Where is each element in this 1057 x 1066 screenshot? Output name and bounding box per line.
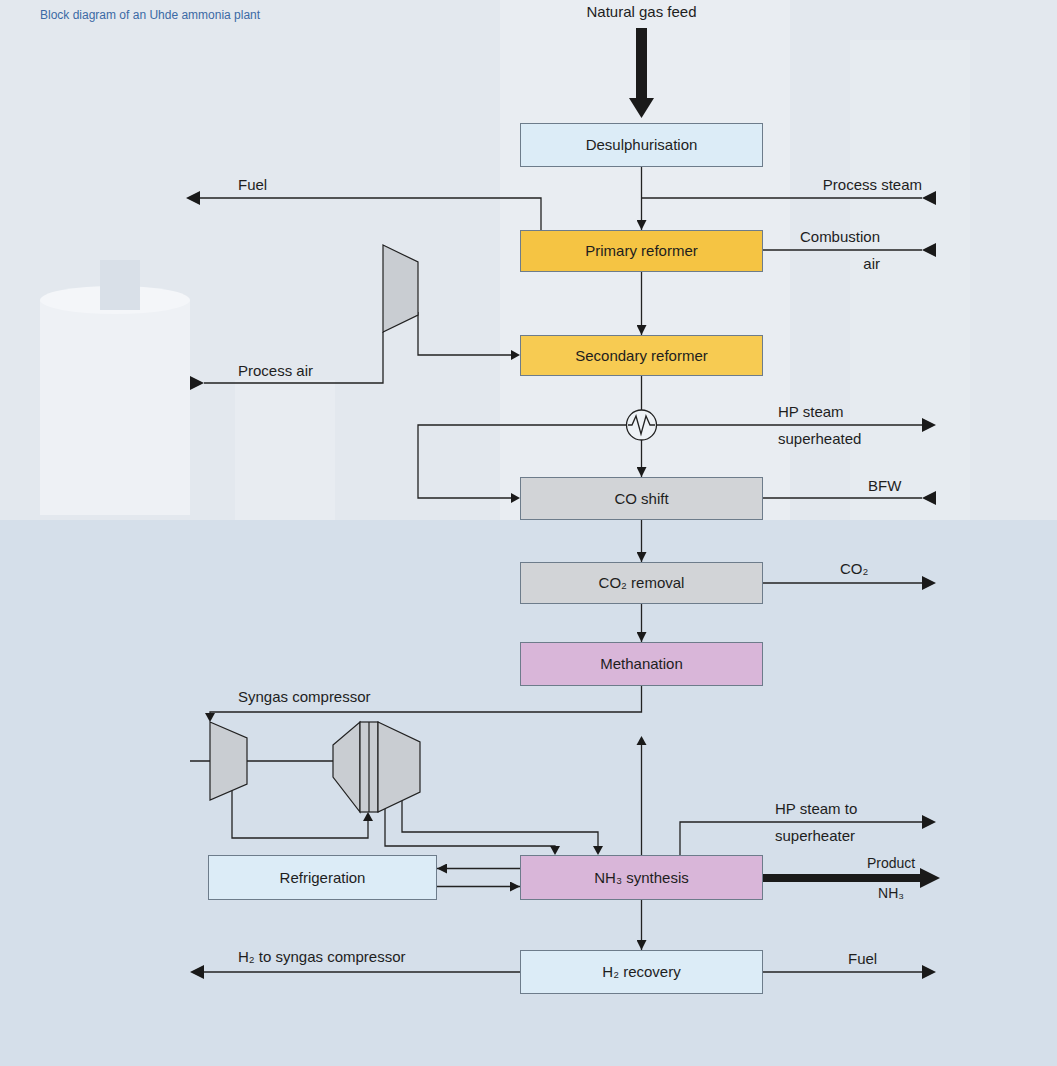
stream-lines bbox=[190, 198, 922, 972]
arrowhead bbox=[190, 376, 204, 390]
arrowhead bbox=[922, 815, 936, 829]
stream-label: BFW bbox=[868, 477, 901, 495]
stream-label: HP steam to superheater bbox=[775, 795, 875, 849]
stream-arrowheads bbox=[186, 28, 940, 979]
process-box: Methanation bbox=[520, 642, 763, 686]
syngas-line bbox=[210, 686, 642, 714]
process-box: Refrigeration bbox=[208, 855, 437, 900]
background-tank bbox=[40, 300, 190, 515]
process-air-line bbox=[204, 332, 383, 383]
arrowhead bbox=[922, 191, 936, 205]
heat-exchanger-coil bbox=[628, 416, 655, 434]
flow-arrow bbox=[641, 520, 642, 562]
bfw-line bbox=[763, 497, 922, 498]
compressor-symbol bbox=[210, 722, 247, 800]
loop-line bbox=[641, 745, 642, 855]
stream-label: HP steam superheated bbox=[778, 398, 878, 452]
heat-exchanger-symbol bbox=[627, 410, 657, 440]
stream-label: Syngas compressor bbox=[238, 688, 371, 706]
arrowhead bbox=[593, 846, 603, 855]
arrowhead bbox=[186, 191, 200, 205]
compressor-symbol bbox=[368, 722, 369, 812]
process-air-line bbox=[418, 312, 511, 355]
h2-line bbox=[204, 971, 520, 972]
stream-label: Combustion air bbox=[792, 223, 880, 277]
process-box: CO₂ removal bbox=[520, 562, 763, 604]
fuel-line bbox=[763, 971, 922, 972]
process-steam-line bbox=[642, 197, 923, 198]
flow-arrow bbox=[437, 886, 520, 887]
arrowhead bbox=[637, 736, 647, 745]
arrowhead bbox=[922, 243, 936, 257]
stream-label: Product NH₃ bbox=[858, 848, 924, 908]
box-label: Desulphurisation bbox=[586, 136, 698, 154]
arrowhead bbox=[922, 576, 936, 590]
background-tower bbox=[500, 0, 790, 520]
box-label: Primary reformer bbox=[585, 242, 698, 260]
flow-arrow bbox=[437, 868, 520, 869]
arrowhead bbox=[511, 350, 520, 360]
arrowhead bbox=[511, 493, 520, 503]
box-label: NH₃ synthesis bbox=[594, 869, 688, 887]
arrowhead bbox=[922, 418, 936, 432]
flow-arrow bbox=[641, 272, 642, 335]
process-box: H₂ recovery bbox=[520, 950, 763, 994]
stream-label: Natural gas feed bbox=[586, 3, 696, 21]
box-label: Refrigeration bbox=[280, 869, 366, 887]
diagram-title: Block diagram of an Uhde ammonia plant bbox=[40, 8, 260, 23]
box-label: H₂ recovery bbox=[602, 963, 680, 981]
stream-label: Process air bbox=[238, 362, 313, 380]
stream-label: H₂ to syngas compressor bbox=[238, 948, 406, 966]
stream-label: CO₂ bbox=[840, 560, 868, 578]
compressor-symbol bbox=[378, 722, 420, 812]
box-label: Secondary reformer bbox=[575, 347, 708, 365]
arrowhead bbox=[922, 491, 936, 505]
background-building bbox=[850, 40, 970, 520]
compressor-symbols bbox=[210, 245, 420, 812]
stream-label: Fuel bbox=[238, 176, 267, 194]
compressor-symbol bbox=[360, 722, 378, 812]
hp-steam-line bbox=[656, 424, 922, 425]
process-box: CO shift bbox=[520, 477, 763, 520]
flow-arrow bbox=[641, 604, 642, 642]
background-building bbox=[235, 380, 335, 520]
flow-arrow bbox=[641, 167, 642, 230]
combustion-air-line bbox=[763, 249, 922, 250]
feed-arrow bbox=[629, 28, 654, 118]
interstage-line bbox=[232, 791, 368, 838]
arrowhead bbox=[922, 965, 936, 979]
box-label: Methanation bbox=[600, 655, 683, 673]
synthesis-feed-line bbox=[402, 801, 598, 846]
stream-label: Process steam bbox=[823, 176, 922, 194]
air-compressor-symbol bbox=[383, 245, 418, 332]
box-label: CO₂ removal bbox=[599, 574, 685, 592]
stream-label: Fuel bbox=[848, 950, 877, 968]
background-building bbox=[100, 260, 140, 310]
arrowhead bbox=[363, 812, 373, 821]
arrowhead bbox=[550, 846, 560, 855]
arrowhead bbox=[205, 713, 215, 722]
co2-line bbox=[763, 582, 922, 583]
fuel-line bbox=[200, 198, 541, 230]
background-ground bbox=[0, 520, 1057, 1066]
compressor-symbol bbox=[333, 722, 360, 812]
heat-exchanger-symbol bbox=[627, 410, 657, 440]
box-label: CO shift bbox=[614, 490, 668, 508]
process-box: Primary reformer bbox=[520, 230, 763, 272]
synthesis-feed-line bbox=[385, 809, 555, 847]
flow-arrow bbox=[641, 900, 642, 950]
arrowhead bbox=[190, 965, 204, 979]
process-box: NH₃ synthesis bbox=[520, 855, 763, 900]
process-box: Secondary reformer bbox=[520, 335, 763, 376]
process-box: Desulphurisation bbox=[520, 123, 763, 167]
